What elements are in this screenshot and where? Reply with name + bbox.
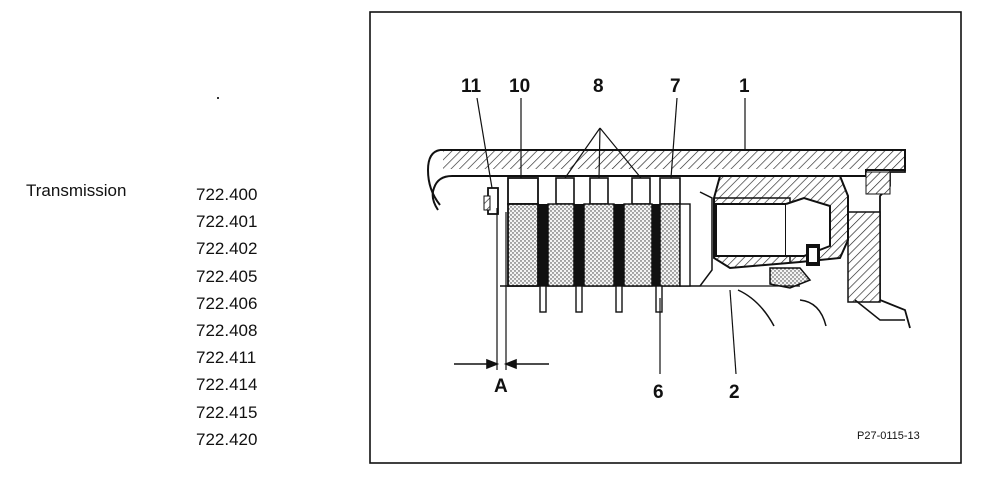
pressure-plate: [507, 177, 539, 287]
callout-11: 11: [461, 76, 482, 97]
leader-8a: [564, 127, 601, 179]
leader-8c: [599, 127, 642, 179]
callout-7: 7: [670, 76, 681, 97]
callout-A: A: [494, 376, 508, 397]
model-item: 722.420: [196, 429, 258, 449]
callout-1: 1: [739, 76, 750, 97]
dimension-arrows: [454, 358, 549, 370]
figure-code: P27-0115-13: [857, 430, 920, 442]
leader-2: [729, 289, 737, 375]
leader-7: [670, 97, 678, 179]
piston: [700, 175, 849, 327]
model-item: 722.414: [196, 375, 258, 395]
model-item: 722.408: [196, 321, 258, 341]
transmission-label: Transmission: [26, 181, 127, 200]
callout-6: 6: [653, 382, 664, 403]
callout-10: 10: [509, 76, 530, 97]
model-item: 722.401: [196, 212, 258, 232]
callout-2: 2: [729, 382, 740, 403]
diagram-frame: [369, 11, 962, 464]
callout-8: 8: [593, 76, 604, 97]
model-item: 722.406: [196, 293, 258, 313]
model-item: 722.415: [196, 402, 258, 422]
snap-ring: [483, 187, 499, 215]
clutch-disk-pack: [538, 177, 691, 313]
leader-11: [476, 97, 493, 189]
stray-dot: [217, 97, 219, 99]
model-item: 722.400: [196, 185, 258, 204]
model-item: 722.405: [196, 266, 258, 286]
model-item: 722.411: [196, 348, 257, 368]
leader-8b: [598, 127, 601, 179]
model-item: 722.402: [196, 239, 258, 259]
model-list: 722.400 722.401 722.402 722.405 722.406 …: [196, 181, 257, 453]
